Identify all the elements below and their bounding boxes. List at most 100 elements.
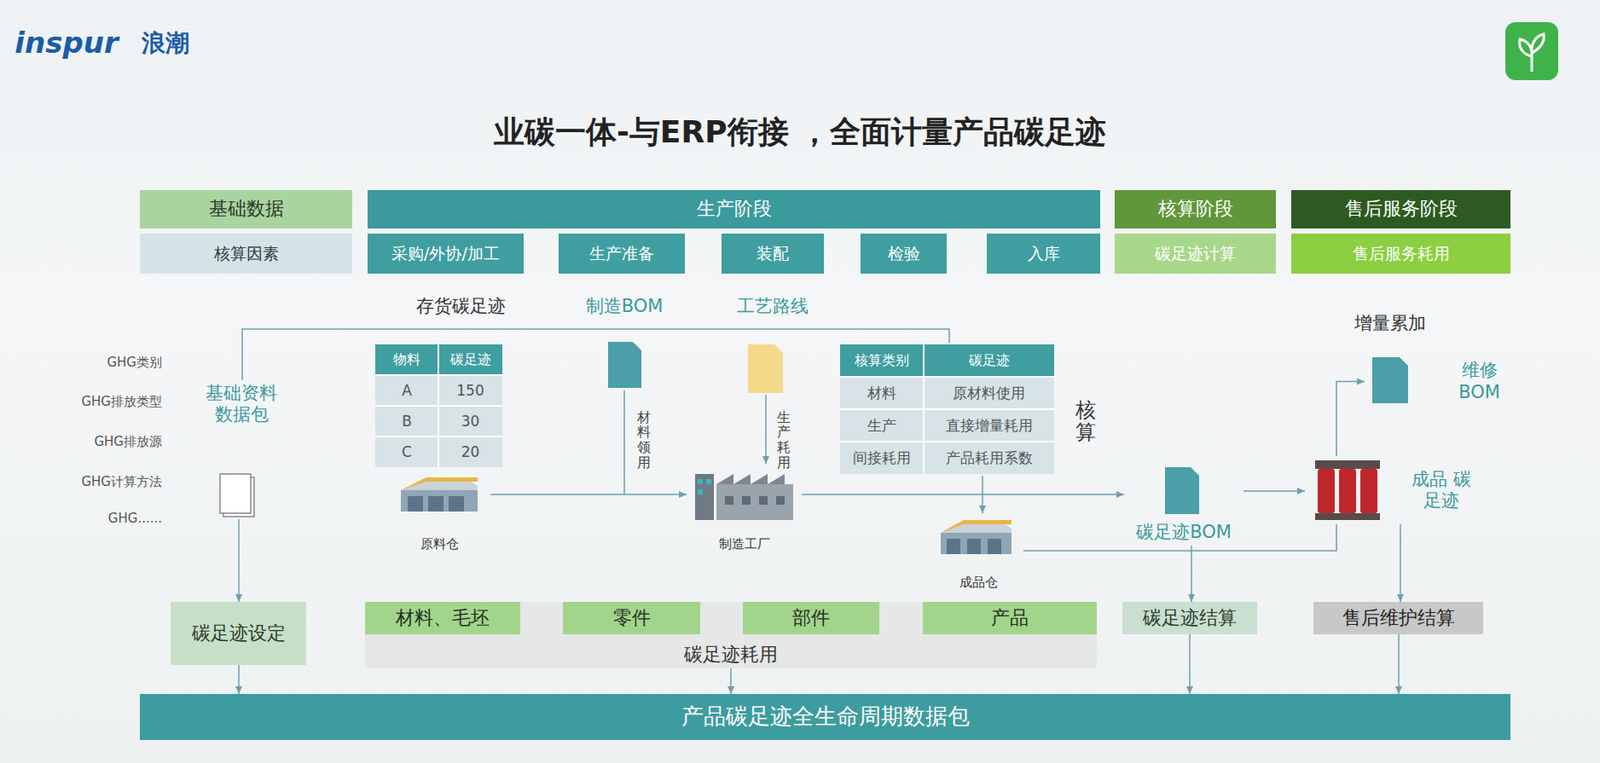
item-box: 产品 — [922, 602, 1097, 635]
text-label: 材料 — [840, 376, 924, 410]
text-label: 核算 — [1072, 394, 1099, 449]
text-label: 间接耗用 — [840, 441, 924, 475]
step-box: 装配 — [721, 233, 824, 274]
node-text: 碳足迹结算 — [1142, 607, 1237, 630]
doc-icon — [220, 474, 255, 517]
text-label: 碳足迹 — [923, 344, 1055, 377]
node-text: 部件 — [792, 607, 830, 630]
label-text: A — [401, 382, 412, 400]
vertical-label: 生产耗用 — [776, 410, 791, 470]
connector — [1397, 634, 1400, 695]
label-text: 直接增量耗用 — [945, 417, 1033, 435]
node-text: 售后服务阶段 — [1344, 197, 1458, 221]
stage-header: 生产阶段 — [367, 190, 1101, 229]
label-text: GHG排放源 — [93, 434, 163, 450]
item-box: 零件 — [562, 602, 701, 635]
node-text: 产品 — [991, 607, 1029, 630]
warehouse-picture — [940, 520, 1012, 555]
label-text: 浪潮 — [141, 28, 190, 58]
label-text: 碳足迹 — [450, 351, 492, 368]
text-label: GHG计算方法 — [34, 472, 163, 492]
table-grid — [840, 344, 1055, 475]
transformer-picture — [1315, 460, 1380, 521]
label-text: inspur — [14, 25, 118, 61]
connector — [237, 665, 240, 695]
text-label: 产品耗用系数 — [923, 441, 1055, 475]
label-text: 150 — [456, 382, 484, 400]
doc-icon — [747, 344, 783, 394]
text-label: 150 — [438, 375, 503, 406]
node-text: 生产准备 — [589, 243, 655, 264]
settlement-box: 售后维护结算 — [1313, 602, 1484, 635]
doc-node: 基础资料 数据包 — [192, 382, 290, 520]
node-text: 制造工厂 — [718, 536, 771, 552]
node-text: 维修 BOM — [1452, 359, 1507, 403]
stage-header: 核算阶段 — [1114, 190, 1276, 229]
step-box: 入库 — [986, 233, 1101, 274]
label-text: 材料 — [867, 384, 897, 402]
doc-icon — [608, 342, 642, 389]
connector — [1399, 524, 1402, 603]
consumption-band: 碳足迹耗用 材料、毛坯 零件 部件 产品 — [365, 602, 1097, 669]
text-label: 生产 — [840, 409, 924, 442]
label-text: 工艺路线 — [736, 295, 809, 318]
label-text: 生产 — [867, 417, 897, 435]
node-text: 基础资料 数据包 — [200, 382, 284, 426]
label-text: 存货碳足迹 — [416, 295, 506, 318]
text-label: 原材料使用 — [923, 376, 1055, 410]
node-text: 装配 — [756, 243, 789, 264]
leaf-symbol — [1519, 34, 1545, 72]
connector — [1243, 490, 1305, 493]
item-box: 部件 — [742, 602, 880, 635]
node-text: 碳足迹设定 — [191, 622, 286, 645]
step-box: 碳足迹计算 — [1114, 233, 1276, 274]
text-label: 直接增量耗用 — [923, 409, 1055, 442]
text-label: C — [375, 436, 439, 468]
leader-line — [623, 390, 626, 495]
label-text: 产品耗用系数 — [945, 449, 1033, 467]
node-text: 核算因素 — [214, 243, 279, 264]
doc-icon — [1372, 357, 1409, 404]
node-text: 碳足迹计算 — [1154, 243, 1236, 264]
label-text: GHG类别 — [106, 354, 163, 371]
node-text: 基础数据 — [208, 197, 285, 221]
title: 业碳一体-与ERP衔接 ，全面计量产品碳足迹 — [255, 109, 1345, 156]
stage-header: 售后服务阶段 — [1291, 190, 1511, 229]
label-text: 制造BOM — [585, 295, 664, 318]
node-text: 材料、毛坯 — [395, 607, 490, 630]
step-box: 检验 — [860, 233, 947, 274]
node-text: 成品仓 — [959, 574, 998, 591]
text-label: GHG类别 — [34, 353, 163, 372]
text-label: GHG排放类型 — [34, 392, 163, 412]
text-label: 存货碳足迹 — [407, 293, 514, 321]
doc-icon — [1165, 467, 1200, 515]
table-grid — [375, 344, 503, 468]
connector — [730, 668, 732, 695]
step-box: 核算因素 — [139, 233, 353, 274]
connector — [1188, 634, 1191, 695]
label-text: 增量累加 — [1354, 313, 1427, 335]
node-text: 零件 — [613, 607, 651, 630]
node-text: 碳足迹BOM — [1136, 521, 1232, 544]
settlement-box: 碳足迹结算 — [1122, 602, 1258, 635]
factory-node: 制造工厂 — [686, 460, 802, 555]
warehouse-node: 成品仓 — [933, 511, 1024, 593]
vertical-label: 材料领用 — [637, 410, 651, 470]
item-box: 材料、毛坯 — [365, 602, 521, 635]
node-text: 采购/外协/加工 — [391, 243, 500, 264]
text-label: 碳足迹 — [438, 344, 503, 376]
text-label: GHG排放源 — [34, 432, 163, 452]
text-label: 工艺路线 — [724, 293, 821, 321]
label-text: 20 — [461, 443, 481, 461]
title-text: 业碳一体-与ERP衔接 ，全面计量产品碳足迹 — [493, 113, 1107, 151]
node-text: 检验 — [887, 243, 921, 264]
label-text: GHG排放类型 — [81, 394, 163, 410]
warehouse-node: 原料仓 — [388, 469, 491, 555]
node-text: 碳足迹耗用 — [684, 643, 778, 667]
connector — [1336, 382, 1365, 458]
step-box: 生产准备 — [558, 233, 685, 274]
label-text: C — [401, 443, 412, 461]
label-text: 30 — [461, 412, 481, 430]
label-text: 碳足迹 — [968, 352, 1010, 369]
